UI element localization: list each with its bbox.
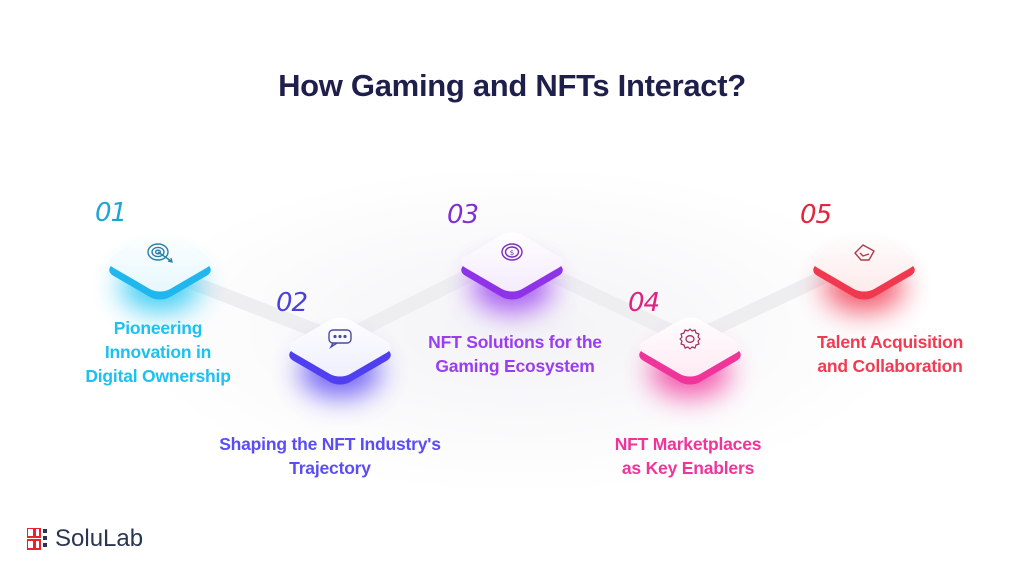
step-label: NFT Marketplaces as Key Enablers (614, 434, 762, 478)
svg-text:$: $ (510, 249, 514, 257)
ticket-check-icon (854, 244, 875, 261)
step-label: Shaping the NFT Industry's Trajectory (219, 434, 441, 478)
step-number: 05 (800, 200, 832, 230)
step-number: 03 (447, 200, 479, 230)
target-icon (147, 243, 173, 263)
step-label: Pioneering Innovation in Digital Ownersh… (85, 318, 231, 386)
solulab-logo: SoluLab (27, 525, 143, 553)
coin-icon: $ (501, 243, 523, 261)
solulab-logo-icon (27, 528, 47, 550)
step-number: 04 (628, 288, 660, 318)
gear-icon (679, 328, 701, 350)
step-number: 01 (95, 198, 127, 228)
logo-text: SoluLab (55, 525, 144, 552)
page-title: How Gaming and NFTs Interact? (278, 68, 746, 103)
step-label: Talent Acquisition and Collaboration (816, 332, 964, 376)
step-number: 02 (276, 288, 308, 318)
step-label: NFT Solutions for the Gaming Ecosystem (428, 332, 602, 376)
chat-bubble-icon (328, 329, 352, 350)
